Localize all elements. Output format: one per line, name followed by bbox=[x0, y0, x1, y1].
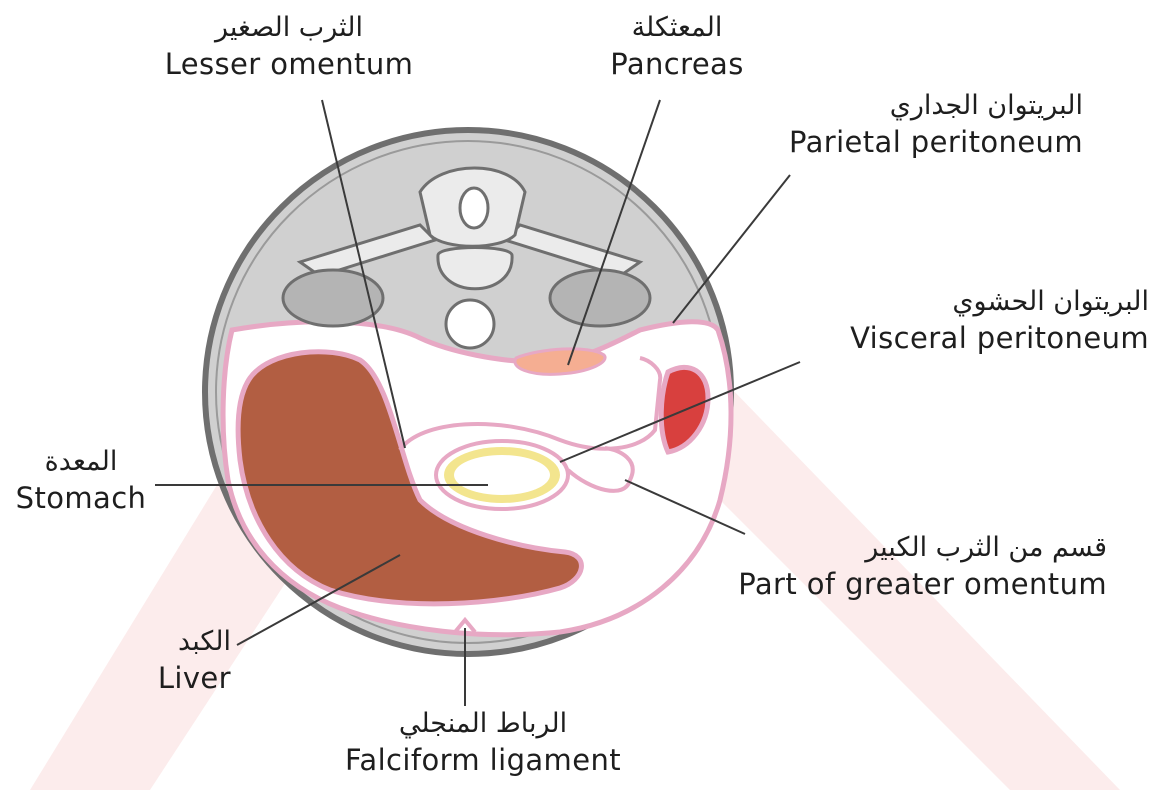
label-stomach-en: Stomach bbox=[16, 484, 147, 513]
label-greater-omentum-ar: قسم من الثرب الكبير bbox=[738, 534, 1107, 561]
label-pancreas: المعثكلة Pancreas bbox=[610, 14, 744, 79]
label-pancreas-ar: المعثكلة bbox=[610, 14, 744, 41]
label-lesser-omentum-ar: الثرب الصغير bbox=[165, 14, 414, 41]
right-kidney bbox=[550, 270, 650, 326]
label-liver-ar: الكبد bbox=[158, 628, 231, 655]
label-greater-omentum: قسم من الثرب الكبير Part of greater omen… bbox=[738, 534, 1107, 599]
label-falciform-ligament-ar: الرباط المنجلي bbox=[345, 710, 621, 737]
label-falciform-ligament-en: Falciform ligament bbox=[345, 746, 621, 775]
label-parietal-peritoneum-en: Parietal peritoneum bbox=[789, 128, 1083, 157]
label-stomach-ar: المعدة bbox=[16, 448, 147, 475]
label-liver: الكبد Liver bbox=[158, 628, 231, 693]
label-parietal-peritoneum-ar: البريتوان الجداري bbox=[789, 92, 1083, 119]
label-parietal-peritoneum: البريتوان الجداري Parietal peritoneum bbox=[789, 92, 1083, 157]
label-visceral-peritoneum-ar: البريتوان الحشوي bbox=[850, 288, 1149, 315]
label-lesser-omentum-en: Lesser omentum bbox=[165, 50, 414, 79]
label-visceral-peritoneum: البريتوان الحشوي Visceral peritoneum bbox=[850, 288, 1149, 353]
label-greater-omentum-en: Part of greater omentum bbox=[738, 570, 1107, 599]
aorta bbox=[446, 300, 494, 348]
label-pancreas-en: Pancreas bbox=[610, 50, 744, 79]
left-kidney bbox=[283, 270, 383, 326]
stomach bbox=[436, 441, 568, 509]
label-liver-en: Liver bbox=[158, 664, 231, 693]
label-stomach: المعدة Stomach bbox=[16, 448, 147, 513]
label-falciform-ligament: الرباط المنجلي Falciform ligament bbox=[345, 710, 621, 775]
label-visceral-peritoneum-en: Visceral peritoneum bbox=[850, 324, 1149, 353]
label-lesser-omentum: الثرب الصغير Lesser omentum bbox=[165, 14, 414, 79]
